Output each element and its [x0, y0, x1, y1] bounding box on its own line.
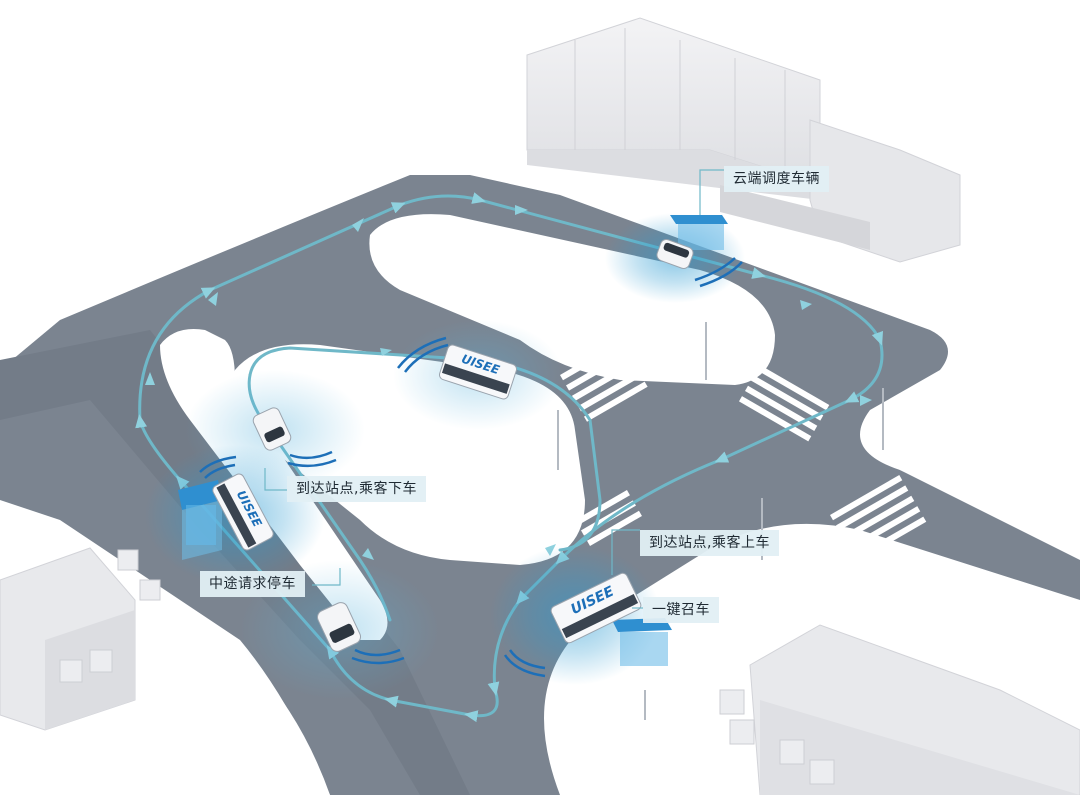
shuttle-car-bottom: [317, 602, 361, 652]
callout-arrive-drop-off: 到达站点,乘客下车: [287, 476, 426, 502]
sensor-waves: [199, 257, 743, 678]
uisee-bus-left: UISEE: [212, 473, 274, 551]
callout-midway-stop: 中途请求停车: [200, 571, 305, 597]
callout-cloud-dispatch: 云端调度车辆: [724, 166, 829, 192]
building-bottom-left: [0, 547, 161, 731]
route-arrows: [145, 205, 872, 560]
callout-one-key-hail: 一键召车: [643, 597, 719, 623]
bus-shelter-right: [612, 618, 672, 666]
building-bottom-right: [719, 624, 1080, 795]
shuttle-car-top: [656, 239, 694, 269]
callout-leaders: [264, 169, 724, 609]
bus-shelter-top: [670, 215, 728, 250]
shuttle-car-left-top: [252, 407, 292, 451]
callout-arrive-pick-up: 到达站点,乘客上车: [640, 530, 779, 556]
bus-shelter-left: [178, 480, 222, 560]
